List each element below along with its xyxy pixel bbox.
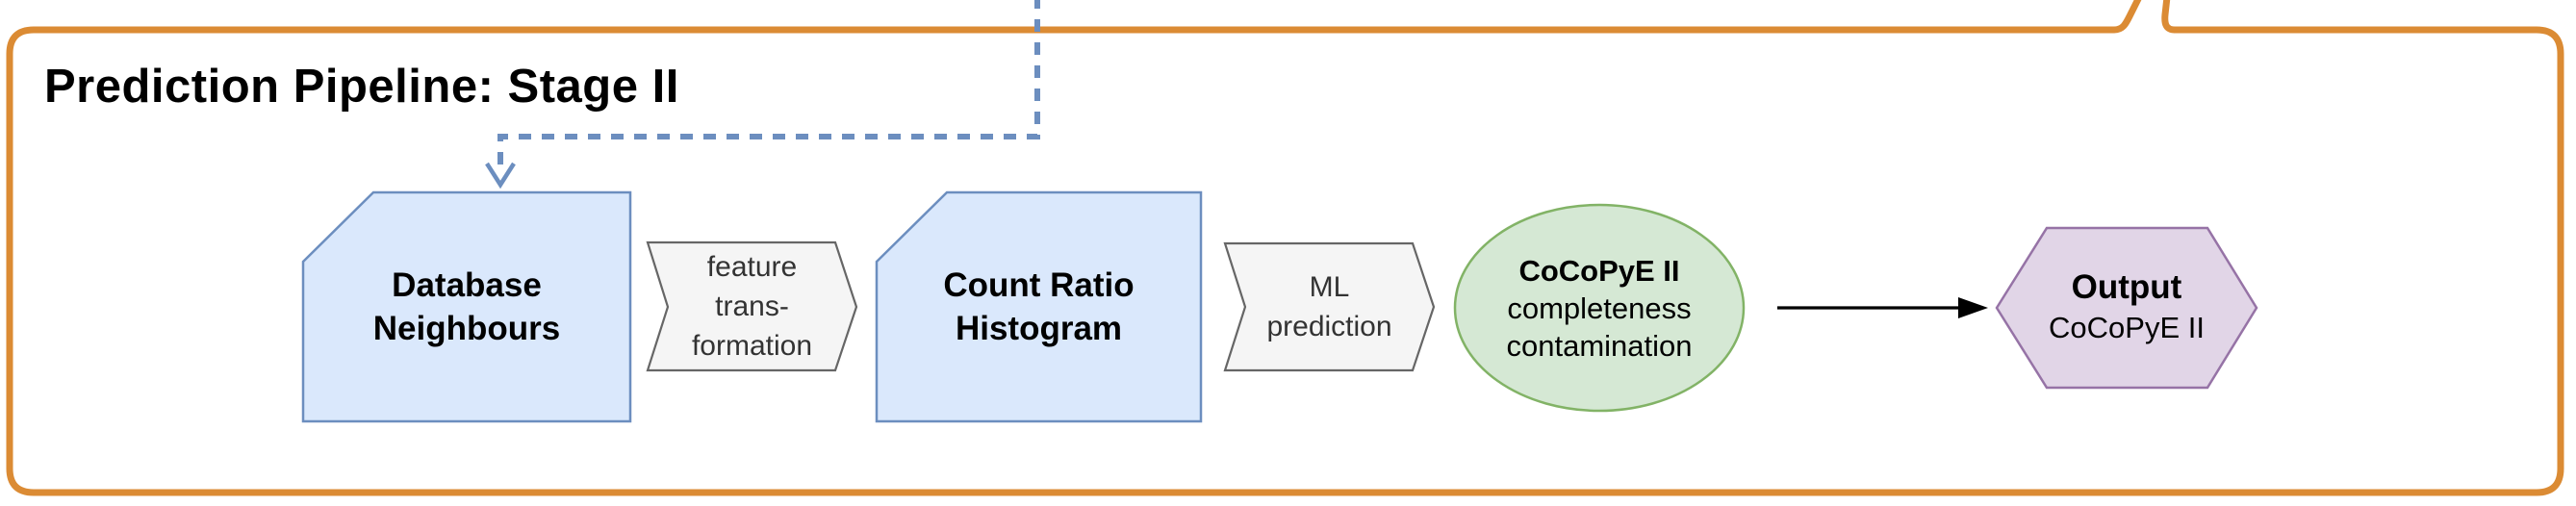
feature-transformation-label: feature trans- formation: [653, 242, 851, 370]
brace-pointer-left-line: [2113, 0, 2142, 34]
output-title: Output: [2071, 268, 2182, 306]
feature-transformation-line1: feature: [706, 251, 798, 283]
output-label: Output CoCoPyE II: [1997, 228, 2257, 388]
cocopye-ii-label: CoCoPyE II completeness contamination: [1455, 205, 1744, 411]
database-neighbours-label: Database Neighbours: [303, 192, 630, 421]
database-neighbours-line2: Neighbours: [372, 310, 561, 347]
cocopye-ii-title: CoCoPyE II: [1518, 253, 1680, 288]
count-ratio-histogram-label: Count Ratio Histogram: [877, 192, 1201, 421]
count-ratio-histogram-shape: [875, 190, 1203, 423]
ml-prediction-shape: [1223, 241, 1436, 372]
ml-prediction-line2: prediction: [1266, 311, 1392, 342]
ml-prediction-label: ML prediction: [1231, 243, 1428, 370]
output-arrow-head-icon: [1958, 297, 1988, 318]
stage2-frame-border: [6, 26, 2564, 496]
count-ratio-histogram-line1: Count Ratio: [943, 266, 1135, 304]
feature-transformation-shape: [646, 240, 858, 372]
page-title: Prediction Pipeline: Stage II: [44, 61, 679, 113]
dashed-connector-arrowhead-icon: [485, 162, 516, 190]
count-ratio-histogram-line2: Histogram: [955, 310, 1123, 347]
database-neighbours-shape: [301, 190, 632, 423]
feature-transformation-line3: formation: [691, 330, 813, 362]
output-subtitle: CoCoPyE II: [2049, 311, 2205, 344]
brace-pointer-right-line: [2161, 0, 2176, 34]
ml-prediction-line1: ML: [1309, 271, 1350, 303]
database-neighbours-line1: Database: [392, 266, 542, 304]
output-shape: [1995, 226, 2258, 390]
cocopye-ii-line2: contamination: [1506, 328, 1693, 363]
feature-transformation-line2: trans-: [715, 291, 789, 322]
dashed-connector: [497, 0, 1040, 173]
cocopye-ii-shape: [1453, 203, 1746, 413]
cocopye-ii-line1: completeness: [1507, 291, 1692, 325]
